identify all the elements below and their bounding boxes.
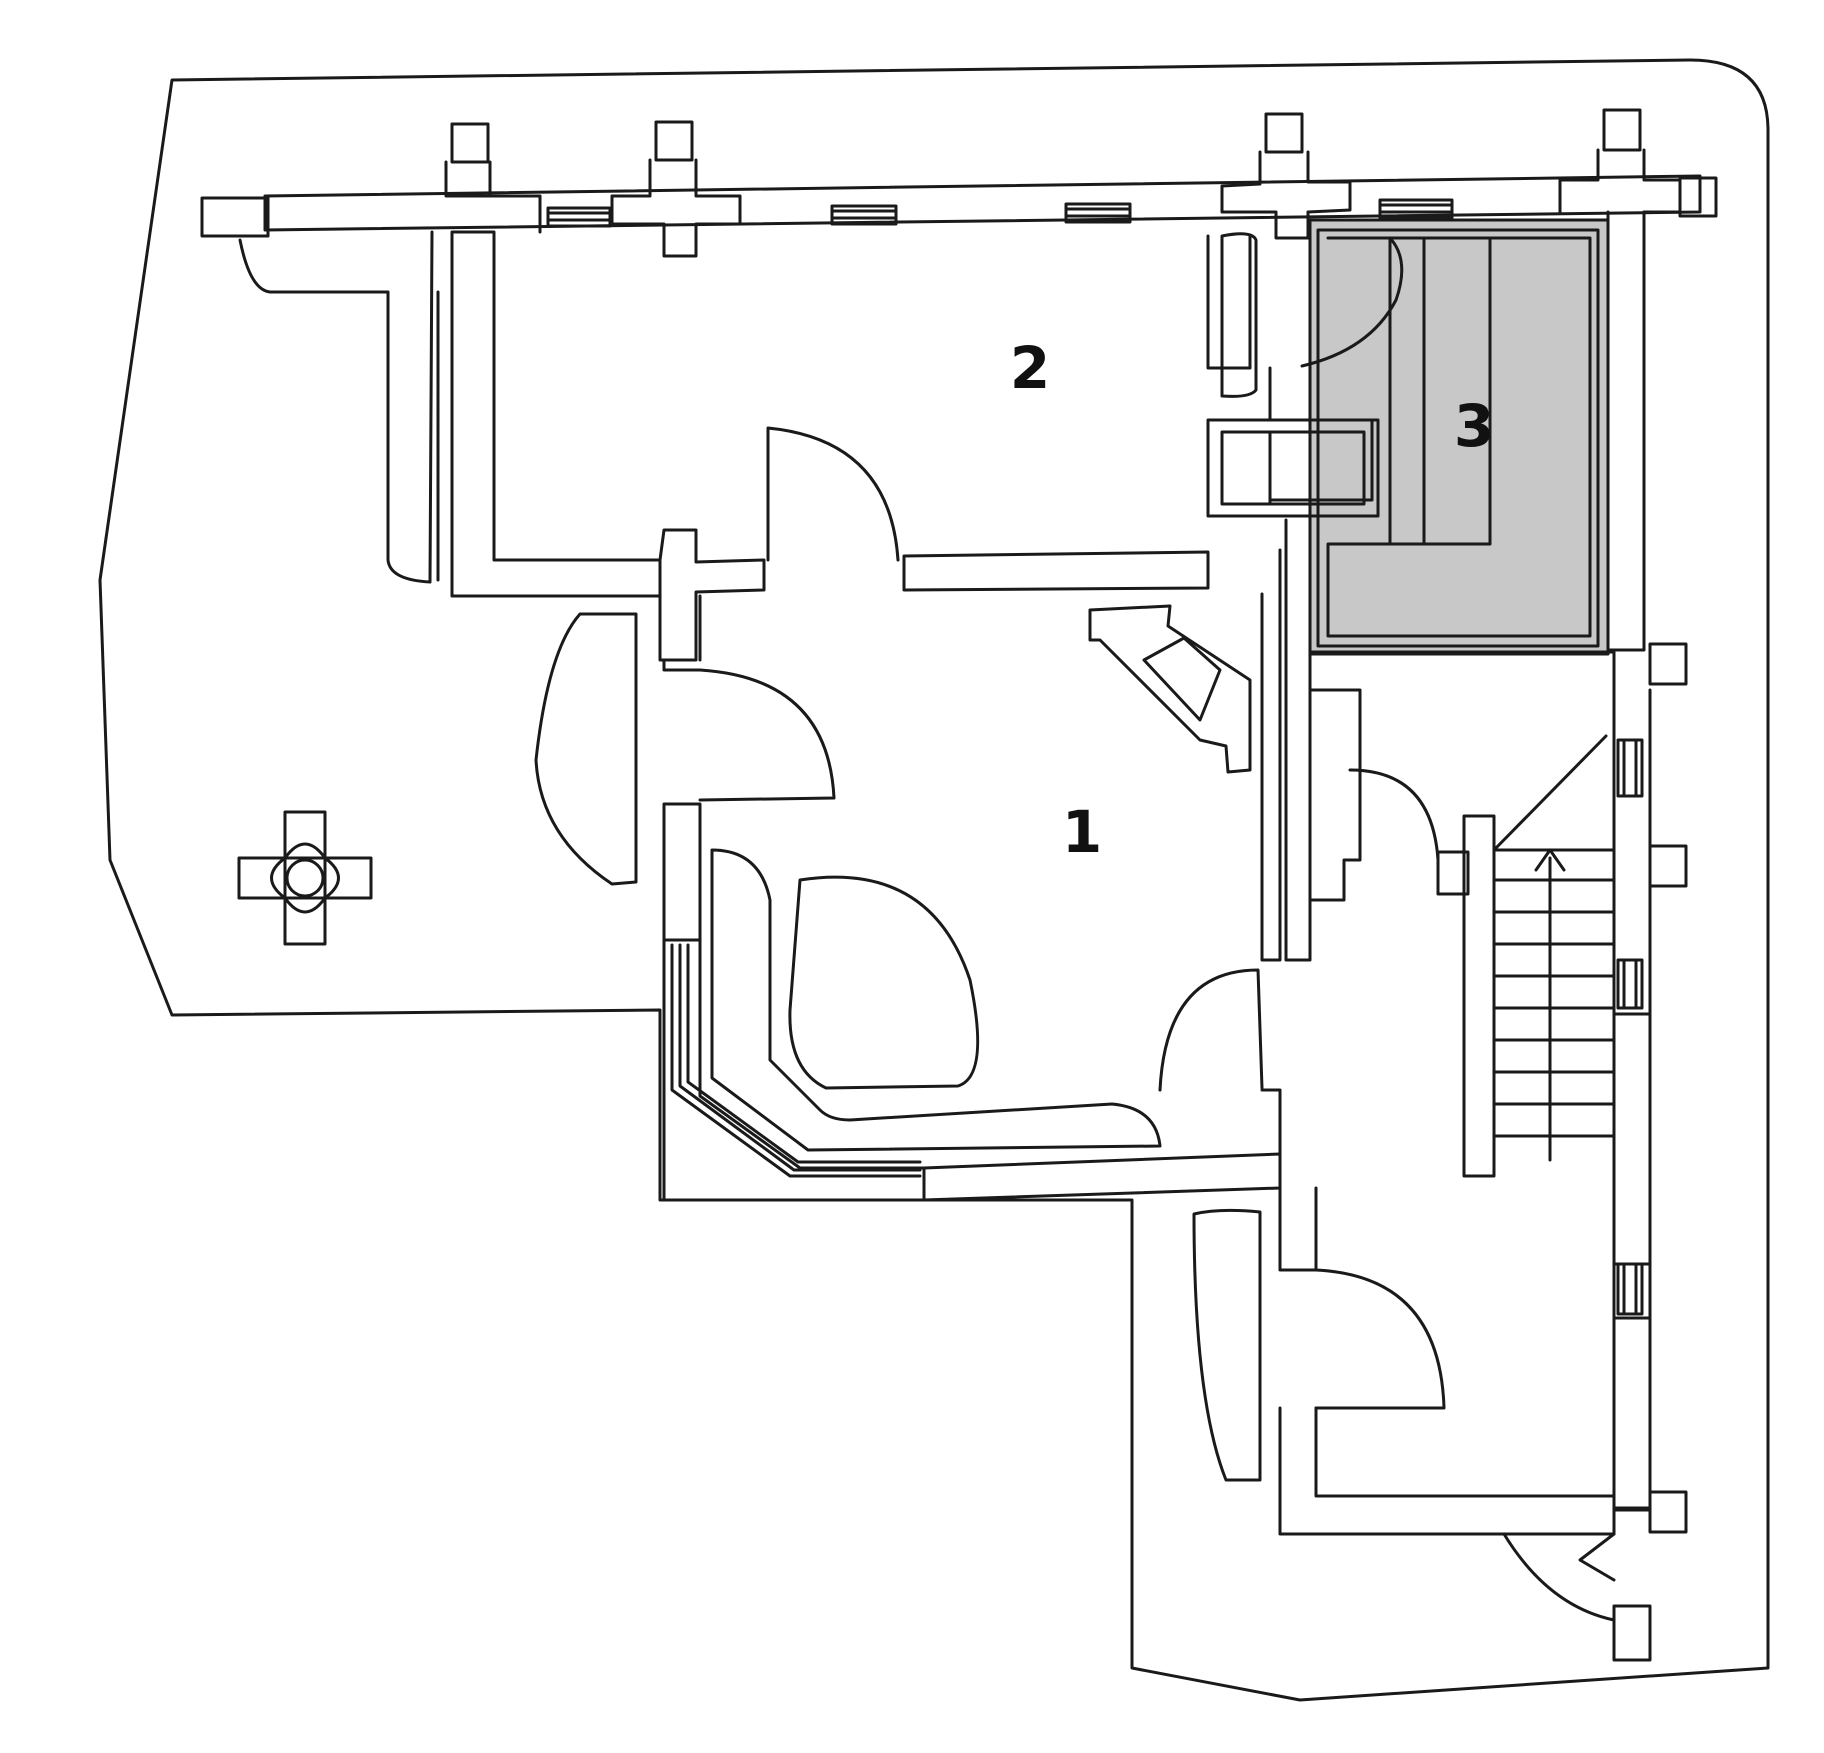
stove-inner <box>1220 430 1366 506</box>
room-1-south-wall <box>922 1152 1282 1202</box>
room-1-west-wall <box>662 594 702 672</box>
entrance-step-door-2 <box>1578 1532 1616 1582</box>
east-windows <box>1616 738 1644 1316</box>
pilaster-n4-cross <box>1558 148 1682 214</box>
pilaster-n3-cross <box>1220 150 1352 240</box>
room-3-label: 3 <box>1454 392 1494 460</box>
north-windows <box>546 198 1454 228</box>
room-1-label: 1 <box>1062 798 1102 866</box>
room-2-south-wall <box>658 528 766 662</box>
west-patio-planter <box>534 612 638 886</box>
room-2-walls <box>450 230 662 598</box>
corner-bench <box>710 848 1162 1152</box>
vestibule-west-wall <box>1278 1186 1318 1272</box>
hall-door-post <box>1260 1088 1282 1156</box>
staircase <box>1462 734 1616 1178</box>
east-wall-panel-2 <box>1612 1316 1652 1510</box>
room-2-door <box>766 426 900 562</box>
west-wing-door-arc <box>238 230 434 584</box>
south-east-pilaster <box>1612 1604 1652 1662</box>
fireplace-hearth <box>1142 636 1222 722</box>
vestibule-cabinet <box>1192 1208 1262 1482</box>
north-wall <box>263 174 1702 232</box>
pilaster-n2-cross <box>610 158 742 258</box>
pilaster-n2 <box>654 120 694 162</box>
east-pilaster-2 <box>1648 844 1688 888</box>
room-1-door-hall <box>1158 968 1264 1092</box>
pilaster-ne <box>1678 176 1718 218</box>
hall-west-wall <box>1260 548 1282 962</box>
east-wall-upper <box>1606 210 1646 652</box>
pilaster-n4 <box>1602 108 1642 152</box>
pilaster-n1 <box>450 122 490 164</box>
east-wall-lower <box>1612 688 1652 1512</box>
room-1-west-wall-lower <box>662 802 702 942</box>
room-2-east-cabinet <box>1220 232 1258 398</box>
hall-door <box>1348 768 1440 882</box>
site-boundary-west <box>98 58 1770 1702</box>
hall-wall-upper <box>1284 518 1362 962</box>
north-wall-west-end <box>200 196 270 238</box>
entrance-step-door <box>1502 1532 1616 1622</box>
room-2-label: 2 <box>1010 334 1050 402</box>
east-pilaster-3 <box>1648 1490 1688 1534</box>
east-wall-panel-1 <box>1612 1012 1652 1266</box>
stove <box>1206 418 1380 518</box>
hall-door-jamb <box>1436 850 1470 896</box>
east-pilaster-1 <box>1648 642 1688 686</box>
round-table <box>788 875 980 1090</box>
bay-window-glazing <box>670 943 922 1178</box>
vestibule-door <box>1314 1268 1446 1410</box>
room-1-door-west <box>698 668 836 802</box>
patio-lamp-symbol <box>237 810 373 946</box>
room-2-east-wall <box>1206 234 1252 370</box>
vestibule-south-wall <box>1278 1406 1616 1536</box>
room-2-south-wall-east <box>902 550 1210 592</box>
pilaster-n3 <box>1264 112 1304 154</box>
pilaster-n1-cross <box>444 160 542 234</box>
hall-north-wall <box>1308 650 1616 692</box>
fireplace <box>1088 604 1252 774</box>
